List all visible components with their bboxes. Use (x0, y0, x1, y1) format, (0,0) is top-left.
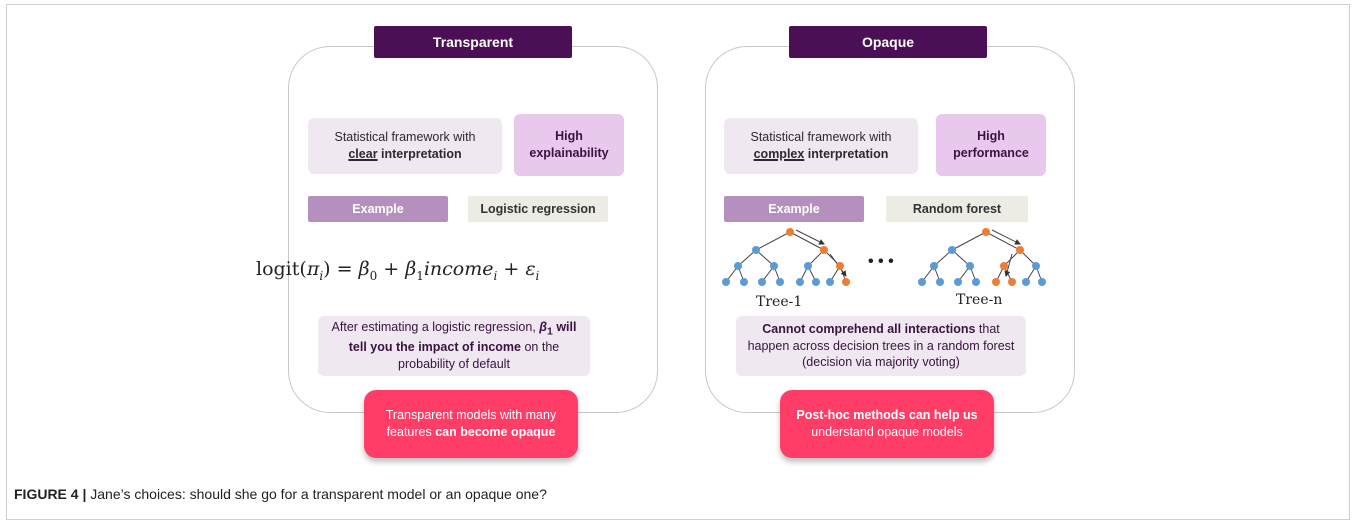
note-text: After estimating a logistic regression, (331, 319, 540, 334)
caption-text: Jane’s choices: should she go for a tran… (86, 486, 547, 502)
performance-badge: High performance (936, 114, 1046, 176)
note-tail: on the probability of default (398, 340, 560, 372)
logistic-regression-label: Logistic regression (468, 196, 608, 222)
opaque-framework-box: Statistical framework with complex inter… (724, 118, 918, 174)
opaque-note: Cannot comprehend all interactions that … (736, 316, 1026, 376)
tree-n-icon (921, 229, 1043, 283)
tree-1-icon (725, 229, 847, 283)
transparent-title: Transparent (374, 26, 572, 58)
note-bold: will tell you the impact of income (348, 319, 577, 355)
caption-label: FIGURE 4 | (14, 486, 87, 502)
framework-key: clear (348, 147, 378, 161)
transparent-example-label: Example (308, 196, 448, 222)
transparent-callout: Transparent models with many features ca… (364, 390, 578, 458)
badge-line2: performance (953, 146, 1029, 160)
callout-text: Transparent models with many features (385, 407, 557, 440)
figure-frame (6, 4, 1350, 520)
callout-text: understand opaque models (811, 425, 963, 439)
tree-n-label: Tree-n (956, 292, 1002, 308)
note-tail: that happen across decision trees in a r… (747, 321, 1015, 370)
callout-bold: Post-hoc methods can help us (796, 407, 978, 422)
logit-formula: logit(πi) = β0 + β1incomei + εi (256, 258, 540, 283)
beta-sub: 1 (547, 326, 553, 338)
transparent-note: After estimating a logistic regression, … (318, 316, 590, 376)
framework-post: interpretation (377, 147, 462, 161)
figure-caption: FIGURE 4 | Jane’s choices: should she go… (14, 486, 547, 502)
framework-text: Statistical framework with (750, 130, 892, 145)
framework-key: complex (753, 147, 805, 161)
opaque-title: Opaque (789, 26, 987, 58)
opaque-example-label: Example (724, 196, 864, 222)
framework-post: interpretation (804, 147, 889, 161)
callout-bold: can become opaque (435, 425, 556, 439)
transparent-framework-box: Statistical framework with clear interpr… (308, 118, 502, 174)
random-forest-label: Random forest (886, 196, 1028, 222)
framework-text: Statistical framework with (334, 130, 476, 145)
note-bold: Cannot comprehend all interactions (762, 321, 976, 336)
badge-line2: explainability (529, 146, 609, 160)
beta-symbol: β (539, 319, 548, 334)
badge-line1: High (977, 129, 1005, 144)
badge-line1: High (555, 129, 583, 144)
explainability-badge: High explainability (514, 114, 624, 176)
ellipsis: • • • (868, 253, 894, 270)
opaque-callout: Post-hoc methods can help us understand … (780, 390, 994, 458)
random-forest-illustration: Tree-1 • • • Tree-n (722, 228, 1046, 310)
tree-1-label: Tree-1 (756, 294, 802, 310)
